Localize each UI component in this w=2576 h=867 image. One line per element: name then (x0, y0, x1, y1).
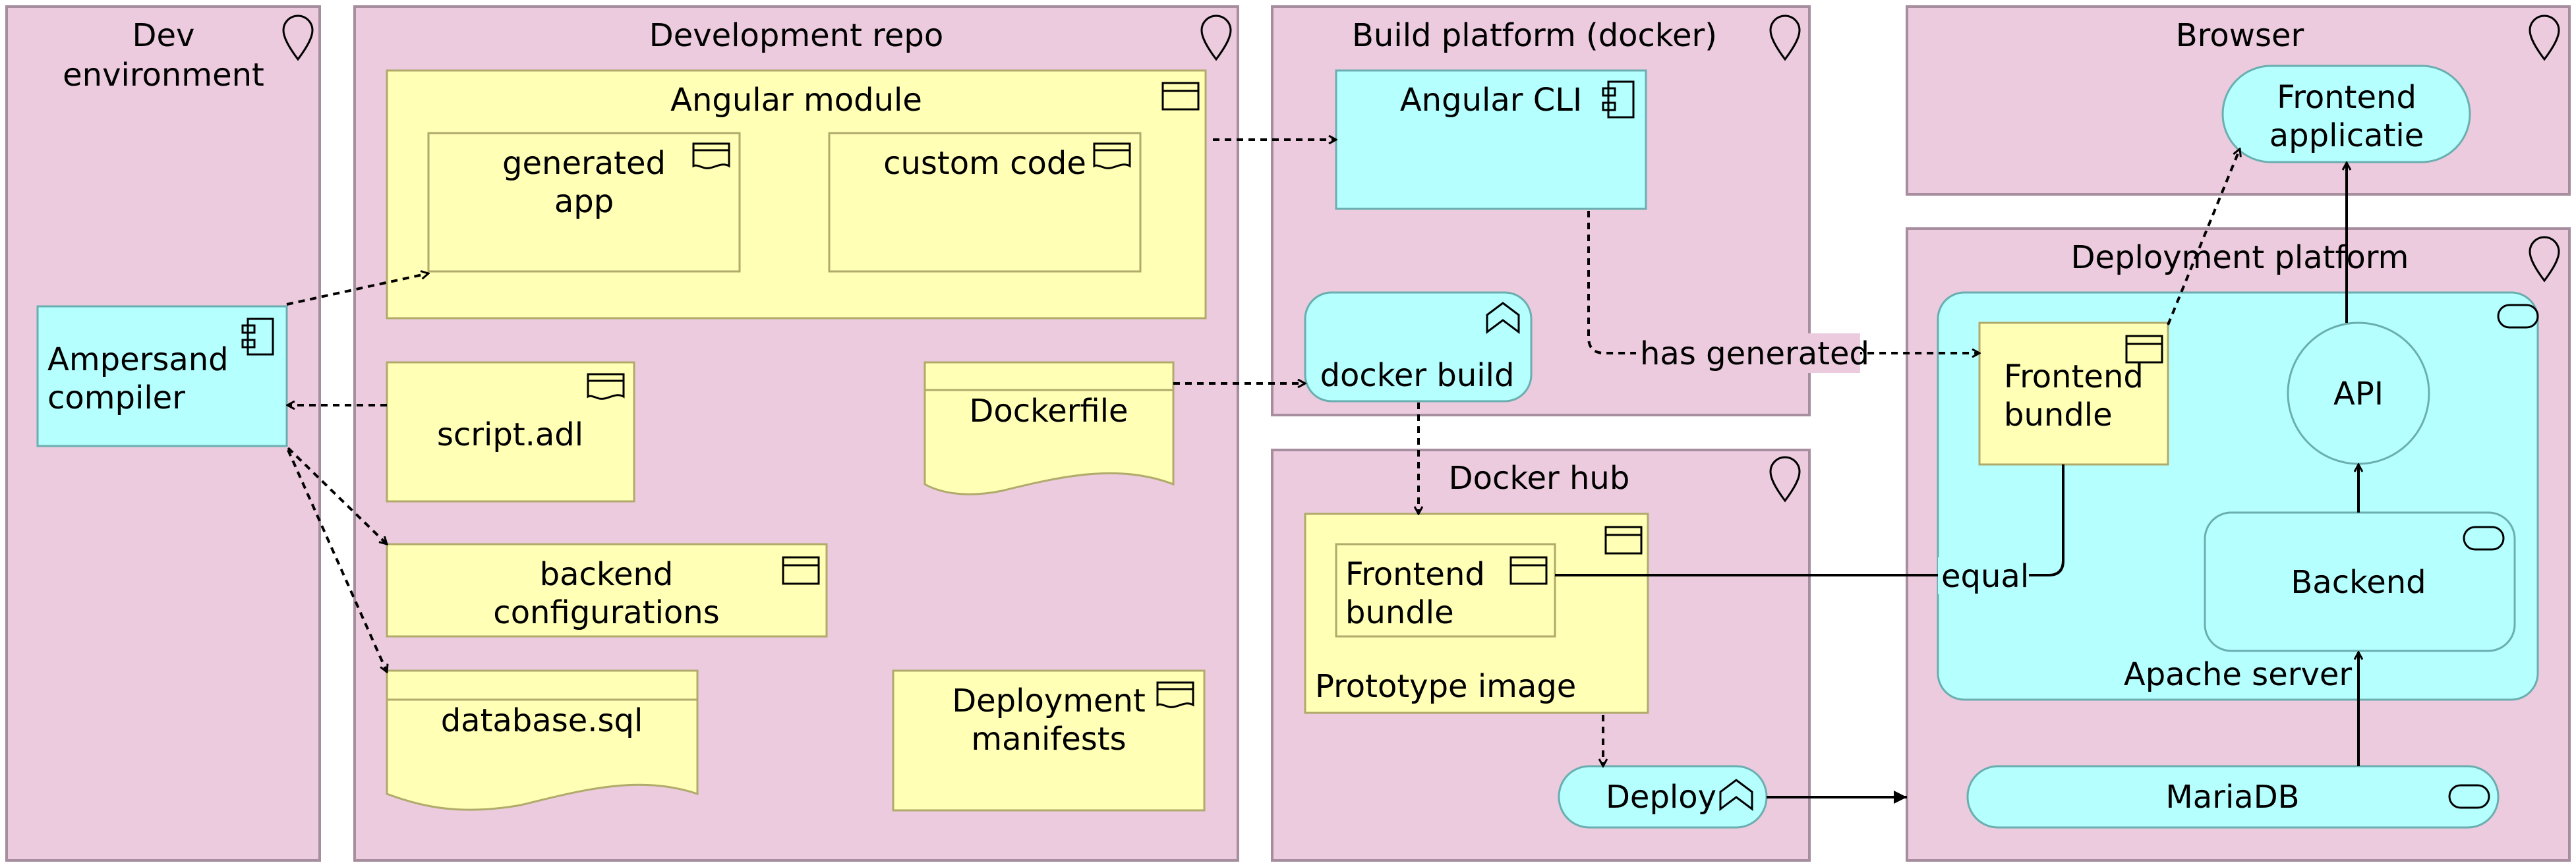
backend-label: Backend (2291, 564, 2426, 601)
frontend-bundle-hub-label-line2: bundle (1345, 594, 1454, 631)
generated-app-node[interactable]: generated app (427, 132, 741, 273)
dev-environment-label-line2: environment (63, 57, 264, 94)
process-chevron-icon (1719, 779, 1753, 811)
frontend-bundle-hub-node[interactable]: Frontend bundle (1335, 543, 1556, 638)
dockerfile-label: Dockerfile (969, 393, 1128, 430)
prototype-image-label: Prototype image (1315, 668, 1576, 705)
frontend-bundle-deploy-node[interactable]: Frontend bundle (1978, 322, 2169, 466)
compiler-to-generated-app-arrow[interactable] (286, 273, 428, 306)
location-pin-icon (1769, 14, 1801, 61)
location-pin-icon (1200, 14, 1232, 61)
equal-label: equal (1941, 558, 2029, 595)
api-label: API (2333, 376, 2384, 412)
deployment-manifests-node[interactable]: Deployment manifests (892, 669, 1206, 812)
frontend-bundle-deploy-label-line1: Frontend (2004, 358, 2144, 395)
backend-configurations-label-line1: backend (540, 556, 674, 593)
custom-code-node[interactable]: custom code (828, 132, 1142, 273)
api-node[interactable]: API (2287, 322, 2430, 465)
database-sql-node[interactable]: database.sql (386, 669, 699, 811)
frontend-applicatie-label-line1: Frontend (2277, 79, 2416, 116)
artifact-box-icon (1509, 556, 1548, 585)
ampersand-compiler-label-line2: compiler (47, 379, 185, 416)
ampersand-compiler-node[interactable]: Ampersand compiler (36, 305, 288, 447)
component-icon (241, 318, 274, 356)
angular-cli-label: Angular CLI (1400, 82, 1582, 119)
deploy-label: Deploy (1606, 779, 1716, 816)
has-generated-relation[interactable]: has generated (1587, 211, 1979, 373)
frontend-bundle-hub-label-line1: Frontend (1345, 556, 1485, 593)
deployment-manifests-label-line2: manifests (971, 721, 1126, 758)
ampersand-compiler-label-line1: Ampersand (47, 341, 229, 378)
artifact-box-icon (1161, 82, 1200, 111)
docker-build-label: docker build (1320, 357, 1515, 394)
deployment-platform-label: Deployment platform (2071, 239, 2409, 276)
service-icon (2448, 784, 2490, 809)
build-platform-label: Build platform (docker) (1352, 17, 1717, 54)
generated-app-label-line1: generated (502, 145, 666, 182)
docker-hub-label: Docker hub (1449, 460, 1630, 497)
location-pin-icon (2529, 236, 2560, 283)
mariadb-label: MariaDB (2165, 779, 2299, 816)
generated-app-label-line2: app (554, 183, 614, 220)
artifact-box-icon (1604, 526, 1643, 555)
backend-configurations-label-line2: configurations (493, 594, 719, 631)
frontend-applicatie-node[interactable]: Frontend applicatie (2221, 65, 2471, 163)
equal-relation[interactable]: equal (1555, 464, 2064, 595)
deployment-manifests-label-line1: Deployment (952, 683, 1146, 719)
service-icon (2497, 304, 2539, 329)
browser-label: Browser (2176, 17, 2304, 54)
dev-environment-label-line1: Dev (132, 17, 195, 54)
representation-icon (1093, 142, 1131, 169)
script-adl-label: script.adl (437, 416, 583, 453)
compiler-to-database-sql-arrow[interactable] (287, 449, 387, 672)
location-pin-icon (2529, 14, 2560, 61)
representation-icon (1156, 681, 1194, 708)
has-generated-label: has generated (1640, 335, 1869, 372)
artifact-box-icon (782, 556, 820, 585)
location-pin-icon (282, 14, 314, 61)
artifact-box-icon (2125, 335, 2163, 364)
angular-module-label: Angular module (670, 82, 922, 119)
docker-build-node[interactable]: docker build (1304, 291, 1533, 403)
apache-server-label: Apache server (2124, 656, 2353, 693)
angular-cli-node[interactable]: Angular CLI (1335, 69, 1647, 210)
representation-icon (692, 142, 730, 169)
process-chevron-icon (1486, 302, 1520, 334)
script-adl-node[interactable]: script.adl (386, 361, 635, 503)
dockerfile-node[interactable]: Dockerfile (923, 361, 1175, 495)
frontend-bundle-to-applicatie-arrow[interactable] (2167, 149, 2240, 325)
custom-code-label: custom code (883, 145, 1086, 182)
deploy-node[interactable]: Deploy (1558, 765, 1768, 829)
representation-icon (587, 373, 625, 400)
development-repo-label: Development repo (649, 17, 943, 54)
database-sql-label: database.sql (441, 702, 643, 739)
mariadb-node[interactable]: MariaDB (1966, 765, 2500, 829)
frontend-bundle-deploy-label-line2: bundle (2004, 397, 2113, 434)
component-icon (1602, 80, 1635, 119)
service-icon (2463, 526, 2505, 551)
location-pin-icon (1769, 456, 1801, 503)
backend-configurations-node[interactable]: backend configurations (386, 543, 828, 638)
frontend-applicatie-label-line2: applicatie (2269, 117, 2424, 154)
backend-node[interactable]: Backend (2204, 511, 2516, 652)
